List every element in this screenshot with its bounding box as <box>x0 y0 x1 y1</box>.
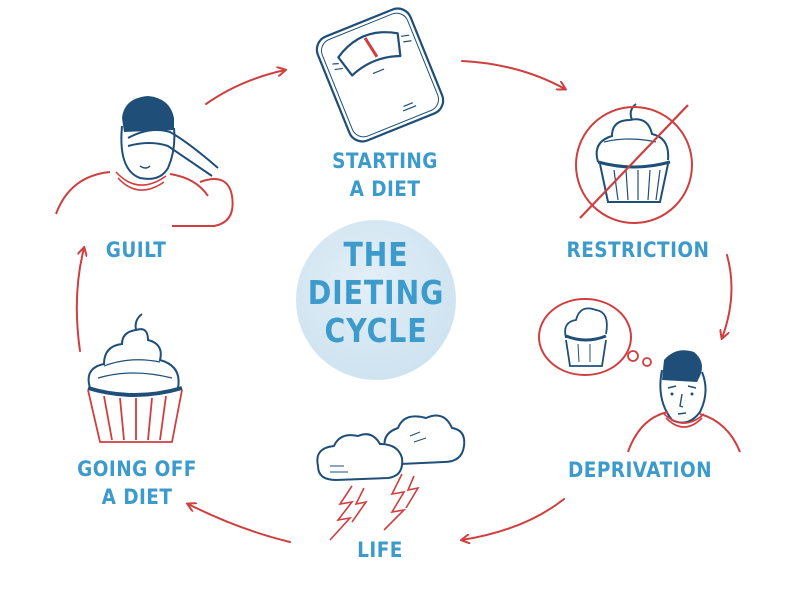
arrow-starting-to-restriction <box>461 60 565 89</box>
stage-label-going-off: GOING OFF A DIET <box>71 455 203 511</box>
storm-clouds-icon <box>316 414 466 541</box>
diagram-title: THE DIETING CYCLE <box>307 236 445 350</box>
stage-label-line: STARTING <box>332 149 438 173</box>
title-line-3: CYCLE <box>324 311 428 350</box>
arrow-restriction-to-deprivation <box>722 254 733 338</box>
stage-label-line: DEPRIVATION <box>567 458 713 482</box>
arrow-life-to-goingoff <box>188 504 291 543</box>
stage-label-line: LIFE <box>357 538 403 562</box>
stage-label-line: GOING OFF <box>77 457 197 481</box>
stage-label-deprivation: DEPRIVATION <box>561 456 719 484</box>
stage-label-guilt: GUILT <box>101 236 171 264</box>
stage-label-line: A DIET <box>349 177 421 201</box>
title-line-2: DIETING <box>307 273 445 312</box>
stage-label-life: LIFE <box>345 536 415 564</box>
stage-label-line: GUILT <box>105 238 167 262</box>
stage-label-line: A DIET <box>101 485 173 509</box>
cupcake-icon <box>87 313 183 443</box>
person-thinking-of-cupcake-icon <box>538 298 741 453</box>
title-line-1: THE <box>343 235 409 274</box>
stage-label-restriction: RESTRICTION <box>559 236 717 264</box>
arrow-goingoff-to-guilt <box>75 248 84 352</box>
no-cupcake-icon <box>575 103 693 224</box>
bathroom-scale-icon <box>315 7 445 143</box>
person-facepalm-icon <box>55 96 234 227</box>
cycle-arrows <box>75 60 733 543</box>
center-disc <box>296 220 456 380</box>
arrow-guilt-to-starting <box>205 70 285 105</box>
arrow-deprivation-to-life <box>462 498 565 540</box>
stage-label-line: RESTRICTION <box>566 238 710 262</box>
stage-label-starting: STARTING A DIET <box>319 147 451 203</box>
